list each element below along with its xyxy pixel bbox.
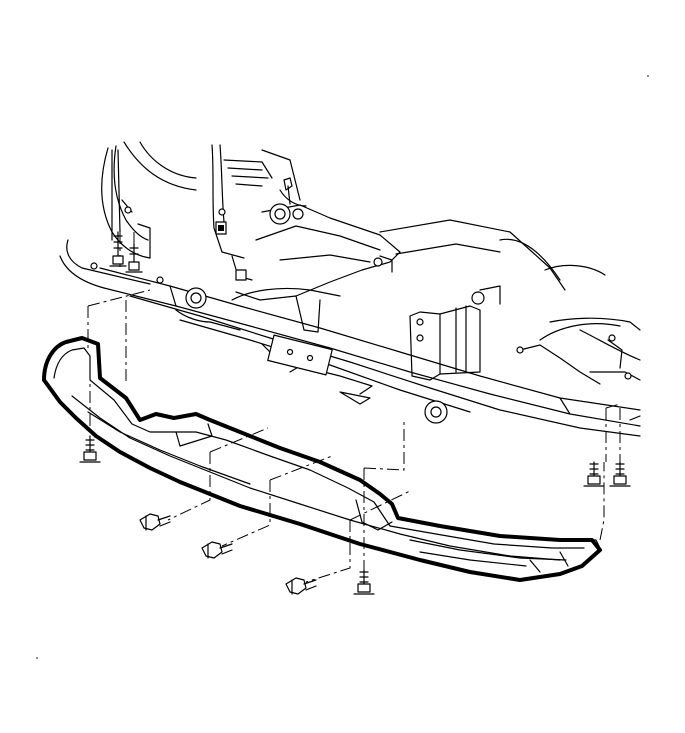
push-pin-2 [201, 541, 233, 559]
bolt-right-1 [583, 461, 605, 487]
wheel-fender-area [101, 141, 197, 259]
bolt-upper-left-2 [125, 243, 143, 273]
bumper-support [59, 239, 641, 437]
push-pin-1 [139, 513, 171, 531]
bolt-lower-left [79, 435, 101, 463]
right-bracket [379, 219, 606, 381]
push-pin-3 [285, 577, 317, 595]
bolt-center-bottom [353, 569, 375, 595]
strut-tower [211, 144, 301, 259]
cradle-assembly [231, 177, 401, 333]
bolt-right-2 [609, 461, 631, 487]
air-deflector [42, 336, 602, 582]
bolt-upper-left-1 [109, 231, 127, 267]
right-fender-area [516, 317, 641, 385]
